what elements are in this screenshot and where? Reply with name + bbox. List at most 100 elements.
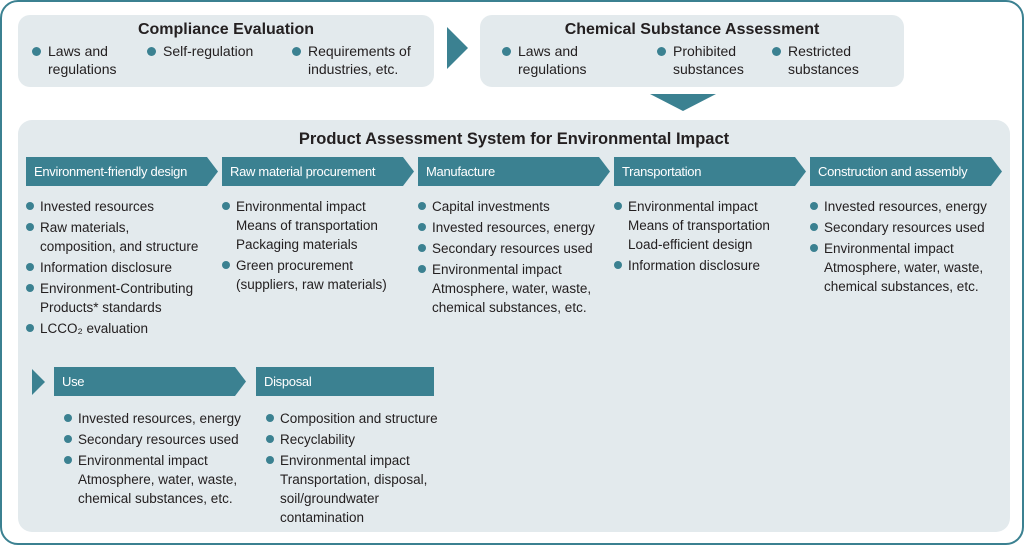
list-item-label: Prohibited substances [673,43,744,77]
list-item-label: Environmental impact Atmosphere, water, … [78,453,238,506]
bullet-dot-icon [147,47,156,56]
compliance-evaluation-title: Compliance Evaluation [137,21,315,38]
bullet-dot-icon [502,47,511,56]
list-item: Invested resources, energy [64,409,250,428]
bullet-dot-icon [64,456,72,464]
list-item-label: Invested resources, energy [432,220,595,235]
bullet-dot-icon [64,435,72,443]
bullet-dot-icon [64,414,72,422]
stage-item-list: Capital investments Invested resources, … [418,197,610,317]
list-item-label: Information disclosure [40,260,173,275]
list-item-label: LCCO₂ evaluation [40,321,149,336]
bullet-dot-icon [266,456,274,464]
stage-banner: Raw material procurement [222,157,414,186]
bullet-dot-icon [26,202,34,210]
stage-construction-and-assembly: Construction and assembly Invested resou… [810,157,1002,340]
list-item: Secondary resources used [810,218,1002,237]
list-item-label: Composition and structure [280,411,438,426]
list-item: Capital investments [418,197,610,216]
bullet-dot-icon [772,47,781,56]
bullet-dot-icon [418,244,426,252]
list-item-label: Laws and regulations [518,43,587,77]
bullet-dot-icon [810,223,818,231]
stage-banner: Environment-friendly design [26,157,218,186]
list-item: Secondary resources used [64,430,250,449]
list-item-label: Invested resources [40,199,155,214]
list-item-label: Environment-Contributing Products* stand… [40,281,194,315]
bullet-dot-icon [292,47,301,56]
list-item: Environment-Contributing Products* stand… [26,279,218,317]
stage-item-list: Composition and structure Recyclability … [256,409,446,527]
stage-item-list: Environmental impact Means of transporta… [614,197,806,275]
list-item-label: Secondary resources used [824,220,985,235]
list-item-label: Invested resources, energy [78,411,241,426]
list-item: Recyclability [266,430,446,449]
product-assessment-panel: Product Assessment System for Environmen… [18,120,1010,532]
list-item: Environmental impact Means of transporta… [222,197,414,254]
bullet-dot-icon [222,261,230,269]
stage-disposal: Disposal Composition and structure Recyc… [256,367,446,529]
bullet-dot-icon [26,284,34,292]
list-item-label: Green procurement (suppliers, raw materi… [236,258,387,292]
list-item-label: Invested resources, energy [824,199,987,214]
stage-banner: Transportation [614,157,806,186]
list-item-label: Information disclosure [628,258,761,273]
list-item-label: Recyclability [280,432,356,447]
bullet-dot-icon [32,47,41,56]
stage-raw-material-procurement: Raw material procurement Environmental i… [222,157,414,340]
stage-banner: Manufacture [418,157,610,186]
list-item-label: Laws and regulations [48,43,117,77]
list-item-label: Secondary resources used [432,241,593,256]
list-item: Raw materials, composition, and structur… [26,218,218,256]
bullet-dot-icon [810,202,818,210]
list-item-label: Environmental impact Means of transporta… [236,199,378,252]
stage-banner: Use [54,367,246,396]
arrow-right-icon [447,27,468,69]
list-item-label: Capital investments [432,199,550,214]
bullet-dot-icon [614,202,622,210]
stage-item-list: Invested resources, energy Secondary res… [54,409,250,508]
bullet-dot-icon [222,202,230,210]
list-item-label: Environmental impact Means of transporta… [628,199,770,252]
list-item: Environmental impact Means of transporta… [614,197,806,254]
list-item: Restricted substances [772,42,859,78]
bullet-dot-icon [26,263,34,271]
list-item: Information disclosure [26,258,218,277]
stage-item-list: Environmental impact Means of transporta… [222,197,414,294]
bullet-dot-icon [26,324,34,332]
list-item: Environmental impact Atmosphere, water, … [418,260,610,317]
list-item: Invested resources [26,197,218,216]
stage-environment-friendly-design: Environment-friendly design Invested res… [26,157,218,340]
bullet-dot-icon [418,202,426,210]
list-item: Laws and regulations [32,42,147,78]
bullet-dot-icon [614,261,622,269]
compliance-evaluation-box: Compliance Evaluation Laws and regulatio… [18,15,434,87]
list-item: LCCO₂ evaluation [26,319,218,338]
list-item: Laws and regulations [502,42,657,78]
list-item: Environmental impact Atmosphere, water, … [810,239,1002,296]
chemical-substance-assessment-list: Laws and regulations Prohibited substanc… [480,42,904,78]
chevron-right-icon [32,369,45,395]
bullet-dot-icon [26,223,34,231]
list-item-label: Requirements of industries, etc. [308,43,411,77]
stage-banner: Construction and assembly [810,157,1002,186]
list-item-label: Raw materials, composition, and structur… [40,220,199,254]
compliance-evaluation-list: Laws and regulations Self-regulation Req… [18,42,434,78]
stage-banner: Disposal [256,367,434,396]
lifecycle-row-1: Environment-friendly design Invested res… [26,157,1002,340]
bullet-dot-icon [418,265,426,273]
list-item-label: Restricted substances [788,43,859,77]
list-item-label: Environmental impact Transportation, dis… [280,453,428,525]
list-item: Self-regulation [147,42,292,60]
bullet-dot-icon [266,414,274,422]
list-item: Invested resources, energy [418,218,610,237]
chemical-substance-assessment-box: Chemical Substance Assessment Laws and r… [480,15,904,87]
bullet-dot-icon [657,47,666,56]
bullet-dot-icon [418,223,426,231]
list-item-label: Environmental impact Atmosphere, water, … [824,241,984,294]
stage-transportation: Transportation Environmental impact Mean… [614,157,806,340]
list-item-label: Environmental impact Atmosphere, water, … [432,262,592,315]
bullet-dot-icon [266,435,274,443]
list-item: Environmental impact Transportation, dis… [266,451,446,527]
